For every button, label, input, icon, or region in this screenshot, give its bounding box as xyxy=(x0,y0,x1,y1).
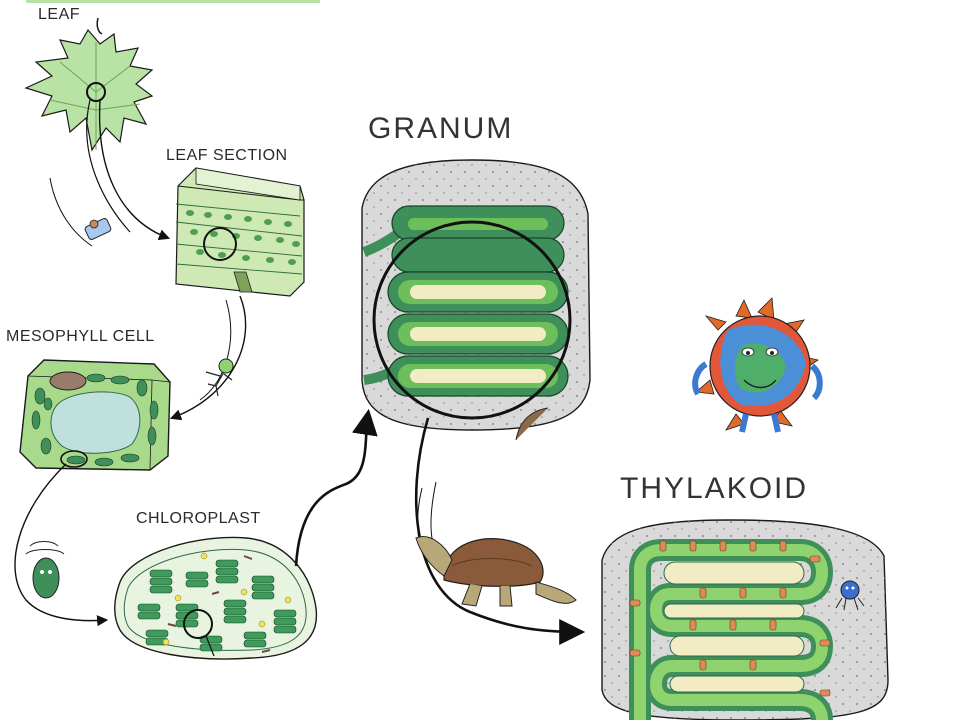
label-mesophyll-cell: MESOPHYLL CELL xyxy=(6,328,155,345)
leaf-section-drawing xyxy=(175,167,305,297)
leaf-drawing xyxy=(24,17,154,152)
label-leaf: LEAF xyxy=(38,6,81,23)
small-character-2 xyxy=(205,358,234,397)
thylakoid-drawing xyxy=(601,519,889,721)
small-character-3 xyxy=(25,541,65,599)
top-strip xyxy=(26,0,320,3)
label-granum: GRANUM xyxy=(368,112,514,145)
label-thylakoid: THYLAKOID xyxy=(620,472,809,505)
mesophyll-cell-drawing xyxy=(19,359,171,471)
small-character-4 xyxy=(835,580,865,611)
chloroplast-drawing xyxy=(114,536,318,660)
turtle-character xyxy=(415,536,577,607)
label-leaf-section: LEAF SECTION xyxy=(166,147,288,164)
small-character-1 xyxy=(84,218,112,240)
label-chloroplast: CHLOROPLAST xyxy=(136,510,261,527)
granum-drawing xyxy=(361,159,591,441)
sun-character xyxy=(692,297,823,433)
